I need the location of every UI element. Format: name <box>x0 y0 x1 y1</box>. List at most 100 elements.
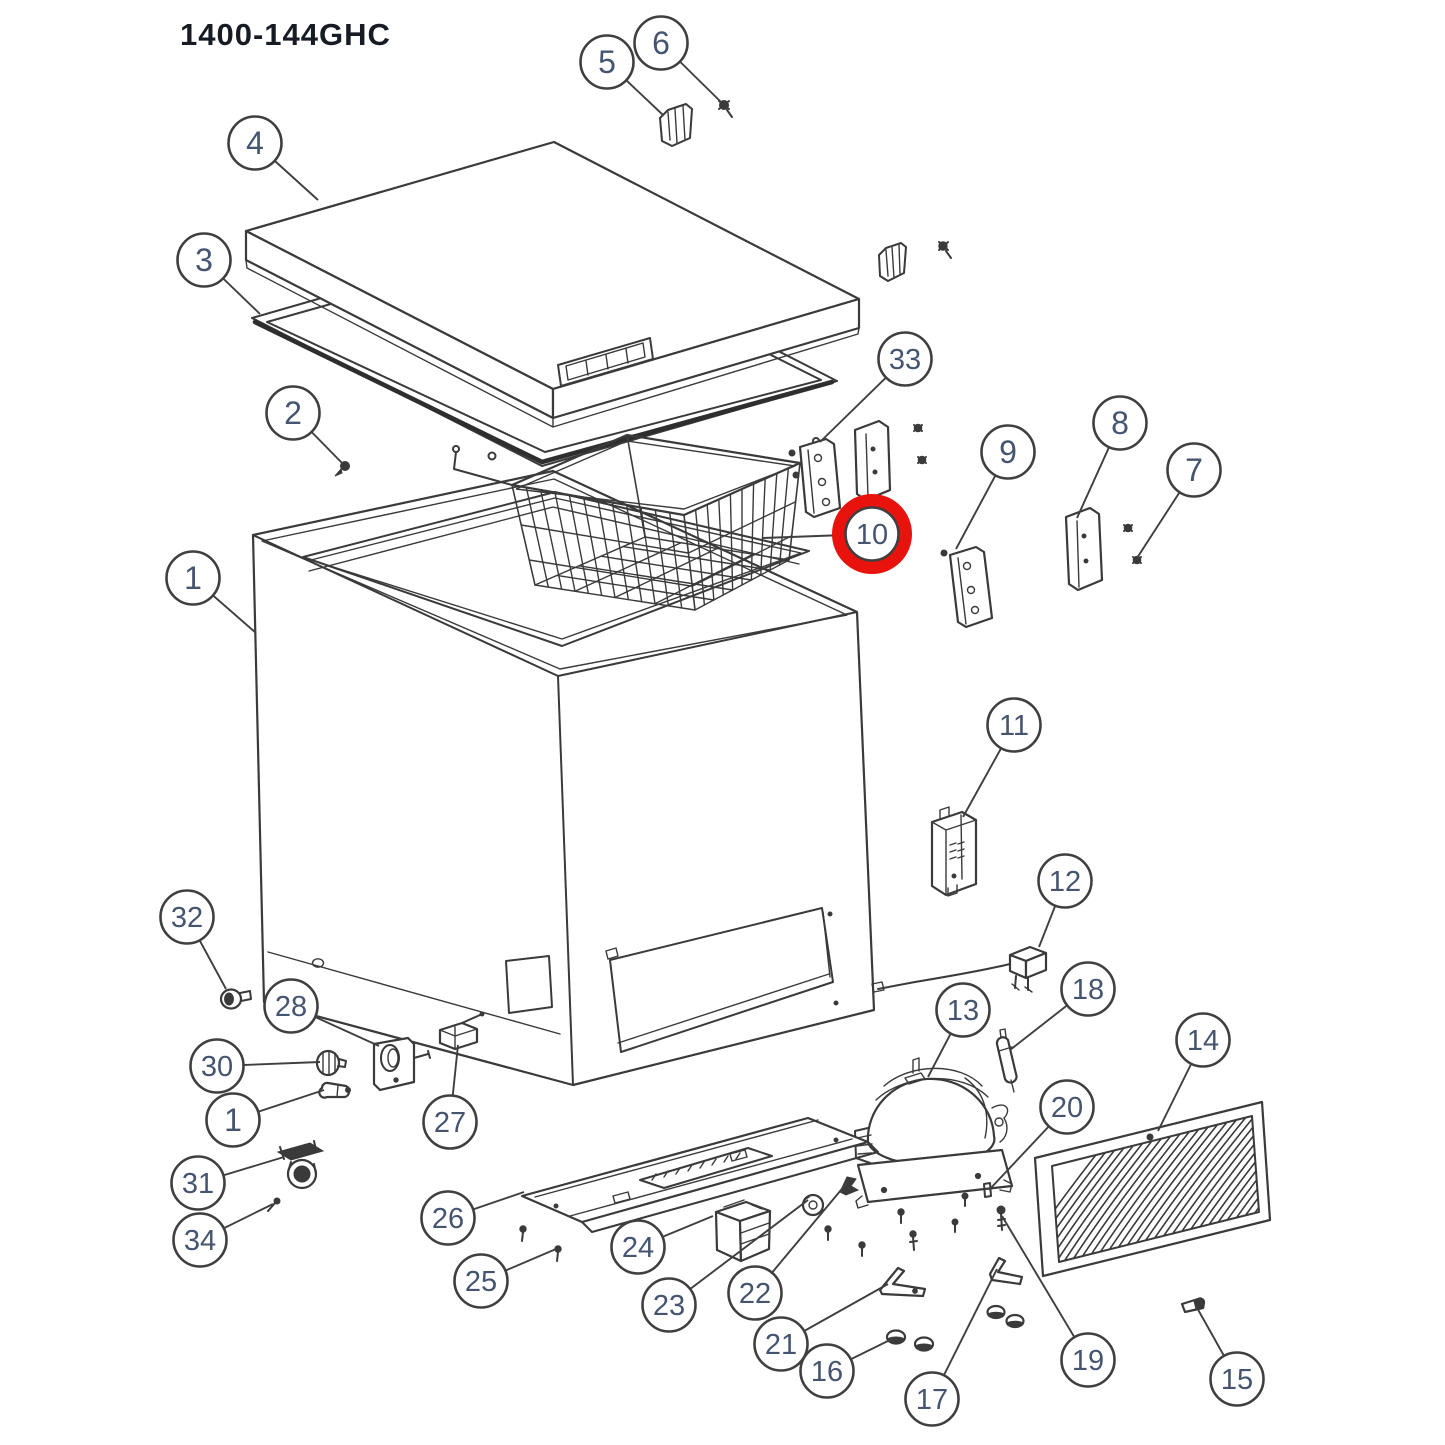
callout-number: 14 <box>1187 1025 1219 1057</box>
callout-34-33: 34 <box>172 1203 274 1268</box>
callout-23-23: 23 <box>641 1199 809 1333</box>
callout-17-19: 17 <box>904 1268 998 1427</box>
callout-16-20: 16 <box>799 1337 895 1399</box>
bracket-screws-part <box>1123 523 1142 565</box>
switch-part <box>438 1011 485 1051</box>
cabinet-part <box>251 469 876 1087</box>
callout-number: 32 <box>171 902 203 934</box>
hinge-cover-left-part <box>659 103 693 147</box>
hinge-bracket-left-part <box>853 419 892 502</box>
callout-21-21: 21 <box>753 1283 889 1372</box>
callout-11-11: 11 <box>962 697 1042 818</box>
callout-27-27: 27 <box>422 1044 478 1150</box>
callout-number: 28 <box>275 991 307 1023</box>
callout-number: 13 <box>947 995 979 1027</box>
callout-24-24: 24 <box>610 1215 714 1275</box>
screw-34-part <box>267 1197 281 1212</box>
callout-19-17: 19 <box>1001 1215 1116 1388</box>
callout-26-26: 26 <box>420 1190 525 1246</box>
hinge-plate-part <box>372 1036 431 1092</box>
lid-handle-recess <box>557 337 654 387</box>
callout-number: 33 <box>889 344 921 376</box>
callout-number: 6 <box>652 25 670 61</box>
callout-number: 8 <box>1111 405 1129 441</box>
model-title: 1400-144GHC <box>180 17 391 52</box>
callout-number: 1 <box>224 1102 242 1138</box>
knob-part <box>315 1049 347 1077</box>
callout-12-12: 12 <box>1037 853 1093 948</box>
callout-9-8: 9 <box>955 424 1036 550</box>
callout-1-30: 1 <box>205 1089 325 1148</box>
grommets-part <box>885 1304 1025 1352</box>
cord-clip-part <box>839 1176 860 1196</box>
callout-number: 2 <box>284 395 302 431</box>
hinge-right-part <box>940 545 994 629</box>
screws-misc-part <box>519 1192 969 1262</box>
hinge-cover-right-part <box>878 242 907 282</box>
callout-20-16: 20 <box>988 1079 1095 1191</box>
callout-15-18: 15 <box>1195 1305 1265 1407</box>
callout-number: 18 <box>1072 974 1104 1006</box>
callout-number: 30 <box>201 1051 233 1083</box>
callout-number: 17 <box>916 1384 948 1416</box>
pin-20-part <box>983 1182 992 1198</box>
callout-32-32: 32 <box>159 889 227 990</box>
callout-number: 4 <box>246 125 264 161</box>
callout-number: 19 <box>1072 1345 1104 1377</box>
clamp-bracket-part <box>878 1266 927 1298</box>
hinge-screws-left <box>913 423 927 465</box>
callout-4-0: 4 <box>227 115 319 201</box>
support-bracket-part <box>988 1256 1024 1286</box>
callout-2-4: 2 <box>265 385 344 465</box>
callout-18-14: 18 <box>1009 961 1116 1051</box>
callout-25-25: 25 <box>453 1248 557 1309</box>
callout-number: 22 <box>739 1278 771 1310</box>
callout-6-2: 6 <box>633 15 723 104</box>
drain-cap-part <box>219 988 252 1010</box>
callout-13-13: 13 <box>927 982 991 1078</box>
callout-number: 16 <box>811 1356 843 1388</box>
callout-number: 9 <box>999 434 1017 470</box>
hinge-bracket-right-part <box>1064 506 1104 592</box>
callout-number: 21 <box>765 1329 797 1361</box>
callout-1-5: 1 <box>165 550 257 634</box>
screw-2-part <box>334 461 350 477</box>
callout-number: 12 <box>1049 866 1081 898</box>
callout-number: 11 <box>999 710 1029 742</box>
callout-number: 26 <box>432 1203 464 1235</box>
overload-nut-part <box>801 1193 825 1217</box>
relay-part <box>714 1199 772 1263</box>
callout-number: 5 <box>598 44 616 80</box>
callout-22-22: 22 <box>727 1183 847 1321</box>
callout-number: 34 <box>184 1225 216 1257</box>
base-rail-part <box>520 1116 879 1233</box>
callout-8-9: 8 <box>1076 395 1148 519</box>
callout-number: 15 <box>1221 1364 1253 1396</box>
clip-15-part <box>1180 1297 1206 1314</box>
drier-filter-part <box>995 1028 1018 1093</box>
callout-number: 20 <box>1051 1092 1083 1124</box>
caster-part <box>276 1140 325 1190</box>
callout-number: 25 <box>465 1266 497 1298</box>
lid-part <box>244 140 861 428</box>
callout-30-29: 30 <box>189 1038 321 1094</box>
callout-number: 31 <box>182 1168 214 1200</box>
callout-31-31: 31 <box>170 1155 285 1211</box>
callout-number: 10 <box>856 519 888 551</box>
basket-part <box>452 433 820 611</box>
callout-number: 24 <box>622 1232 654 1264</box>
lamp-part <box>318 1081 351 1099</box>
compressor-part <box>854 1057 1014 1209</box>
callout-number: 7 <box>1185 452 1203 488</box>
callout-33-6: 33 <box>819 331 933 443</box>
thermostat-part <box>930 806 978 897</box>
hinge-left-part <box>788 437 842 519</box>
callout-number: 27 <box>434 1107 466 1139</box>
callout-number: 3 <box>195 242 213 278</box>
callout-number: 23 <box>653 1290 685 1322</box>
condenser-grille-part <box>1033 1100 1272 1278</box>
callout-7-10: 7 <box>1136 442 1222 559</box>
callout-5-1: 5 <box>579 34 664 116</box>
